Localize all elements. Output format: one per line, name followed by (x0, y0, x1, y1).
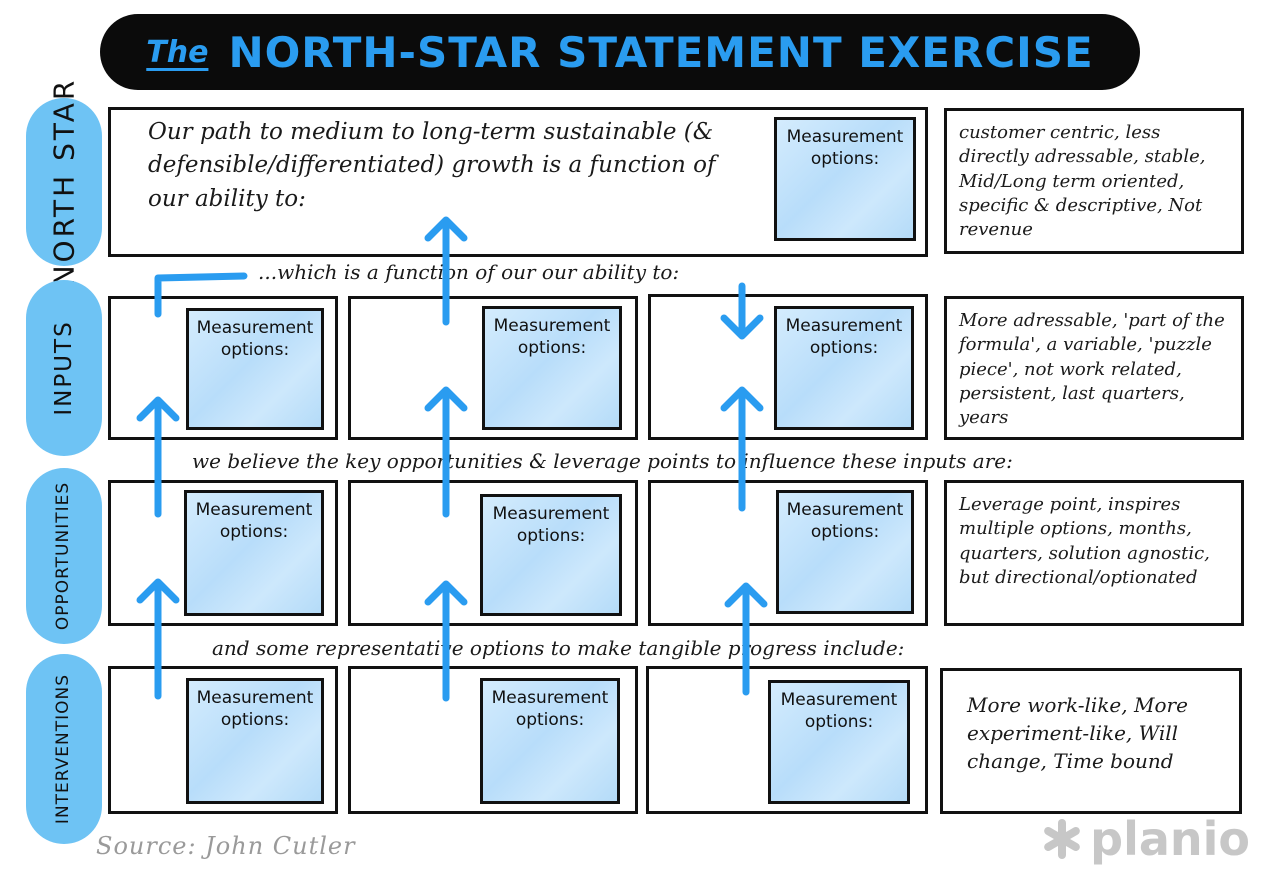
description-north-star: customer centric, less directly adressab… (944, 108, 1244, 254)
planio-logo: planio (1040, 812, 1250, 866)
measurement-options-label: options: (809, 338, 879, 359)
arrow-up-icon (424, 386, 468, 412)
row-label-inputs: INPUTS (26, 280, 102, 456)
row-label-opportunities: OPPORTUNITIES (26, 468, 102, 644)
measurement-label: Measurement (780, 690, 898, 710)
connector-text-opportunities: we believe the key opportunities & lever… (192, 449, 1013, 473)
measurement-options-label: options: (516, 526, 586, 547)
measurement-options-label: options: (810, 149, 880, 170)
measurement-label: Measurement (493, 316, 611, 336)
row-label-north-star: NORTH STAR (26, 78, 102, 286)
arrow-up-icon (424, 216, 468, 242)
measurement-box-inputs-2: Measurement options: (482, 306, 622, 430)
measurement-box-opportunities-1: Measurement options: (184, 490, 324, 616)
measurement-label: Measurement (491, 688, 609, 708)
measurement-options-label: options: (220, 340, 290, 361)
measurement-options-label: options: (219, 522, 289, 543)
connector-text-interventions: and some representative options to make … (212, 636, 905, 660)
measurement-box-interventions-1: Measurement options: (186, 678, 324, 804)
measurement-label: Measurement (786, 127, 904, 147)
title-prefix: The (146, 34, 209, 70)
measurement-options-label: options: (517, 338, 587, 359)
measurement-options-label: options: (810, 522, 880, 543)
measurement-box-opportunities-2: Measurement options: (480, 494, 622, 616)
flow-arrow-elbow (154, 272, 248, 318)
connector-text-inputs: ...which is a function of our our abilit… (258, 260, 680, 284)
measurement-options-label: options: (515, 710, 585, 731)
title-banner: The NORTH-STAR STATEMENT EXERCISE (100, 14, 1140, 90)
description-inputs: More adressable, 'part of the formula', … (944, 296, 1244, 440)
measurement-box-inputs-3: Measurement options: (774, 306, 914, 430)
arrow-up-icon (720, 386, 764, 412)
source-credit: Source: John Cutler (96, 832, 356, 860)
arrow-down-icon (720, 314, 764, 340)
description-opportunities: Leverage point, inspires multiple option… (944, 480, 1244, 626)
north-star-statement: Our path to medium to long-term sustaina… (148, 119, 716, 212)
measurement-box-opportunities-3: Measurement options: (776, 490, 914, 614)
row-label-interventions: INTERVENTIONS (26, 654, 102, 844)
page-title: NORTH-STAR STATEMENT EXERCISE (228, 27, 1094, 77)
logo-wordmark: planio (1090, 812, 1250, 866)
measurement-options-label: options: (804, 712, 874, 733)
measurement-label: Measurement (786, 500, 904, 520)
description-interventions: More work-like, More experiment-like, Wi… (940, 668, 1242, 814)
measurement-label: Measurement (196, 318, 314, 338)
arrow-up-icon (724, 582, 768, 608)
measurement-box-interventions-2: Measurement options: (480, 678, 620, 804)
arrow-up-icon (136, 578, 180, 604)
measurement-label: Measurement (196, 688, 314, 708)
measurement-box-inputs-1: Measurement options: (186, 308, 324, 430)
measurement-label: Measurement (492, 504, 610, 524)
measurement-box-north-star: Measurement options: (774, 117, 916, 241)
measurement-options-label: options: (220, 710, 290, 731)
arrow-up-icon (424, 580, 468, 606)
measurement-box-interventions-3: Measurement options: (768, 680, 910, 804)
measurement-label: Measurement (195, 500, 313, 520)
arrow-up-icon (136, 396, 180, 422)
measurement-label: Measurement (785, 316, 903, 336)
asterisk-icon (1044, 819, 1080, 859)
